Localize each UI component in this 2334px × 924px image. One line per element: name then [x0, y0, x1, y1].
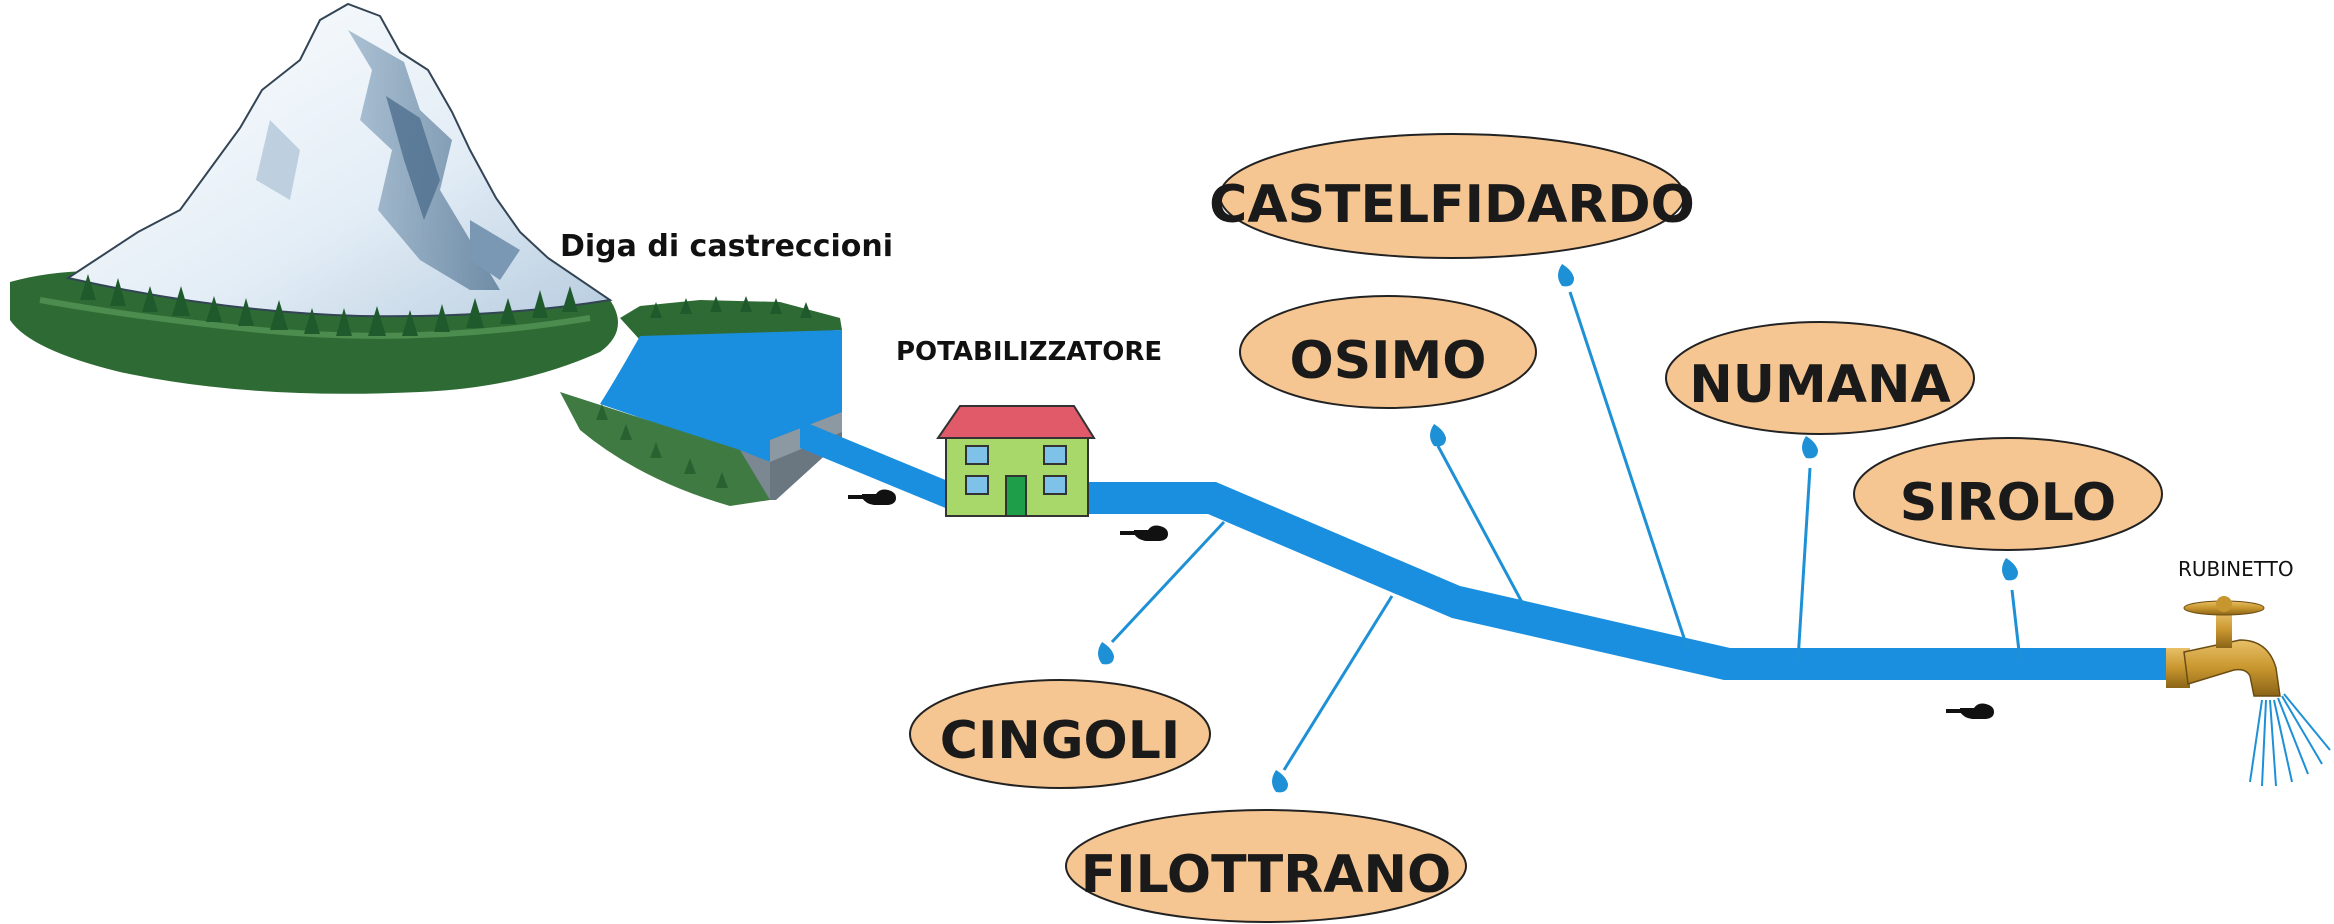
- branch-pipe-osimo: [1436, 445, 1526, 607]
- water-drop-icon: [2002, 558, 2018, 581]
- water-drop-icon: [1802, 436, 1818, 459]
- dam-label: Diga di castreccioni: [560, 229, 893, 264]
- branch-pipe-filottrano: [1282, 595, 1394, 771]
- main-pipe: [800, 420, 2166, 680]
- tap-icon: [2166, 596, 2331, 787]
- plant-label: POTABILIZZATORE: [896, 337, 1162, 367]
- pointing-hand-icon: [1120, 525, 1168, 541]
- branch-pipe-numana: [1796, 467, 1812, 661]
- mountain-icon: [10, 2, 618, 394]
- pointing-hand-icon: [848, 489, 896, 505]
- bubble-filottrano: FILOTTRANO: [1065, 809, 1467, 923]
- house-icon: [936, 405, 1096, 517]
- branch-pipe-cingoli: [1110, 520, 1226, 644]
- town-label-filottrano: FILOTTRANO: [1081, 845, 1452, 905]
- town-label-cingoli: CINGOLI: [940, 711, 1180, 771]
- branch-pipe-castelfidardo: [1568, 291, 1690, 651]
- town-label-castelfidardo: CASTELFIDARDO: [1209, 175, 1695, 235]
- branch-pipes: [1110, 291, 2022, 771]
- town-label-osimo: OSIMO: [1290, 331, 1487, 391]
- bubble-numana: NUMANA: [1665, 321, 1975, 435]
- bubble-sirolo: SIROLO: [1853, 437, 2163, 551]
- tap-label: RUBINETTO: [2178, 557, 2294, 581]
- water-drop-icon: [1558, 264, 1574, 287]
- water-drop-icon: [1098, 642, 1114, 665]
- pointing-hand-icon: [1946, 703, 1994, 719]
- bubble-castelfidardo: CASTELFIDARDO: [1209, 133, 1695, 259]
- bubble-osimo: OSIMO: [1239, 295, 1537, 409]
- water-drop-icon: [1272, 770, 1288, 793]
- town-label-numana: NUMANA: [1689, 355, 1951, 415]
- branch-pipe-sirolo: [2010, 589, 2022, 661]
- town-label-sirolo: SIROLO: [1900, 473, 2117, 533]
- bubble-cingoli: CINGOLI: [909, 679, 1211, 789]
- reservoir-icon: [560, 296, 842, 506]
- water-drop-icon: [1430, 424, 1446, 447]
